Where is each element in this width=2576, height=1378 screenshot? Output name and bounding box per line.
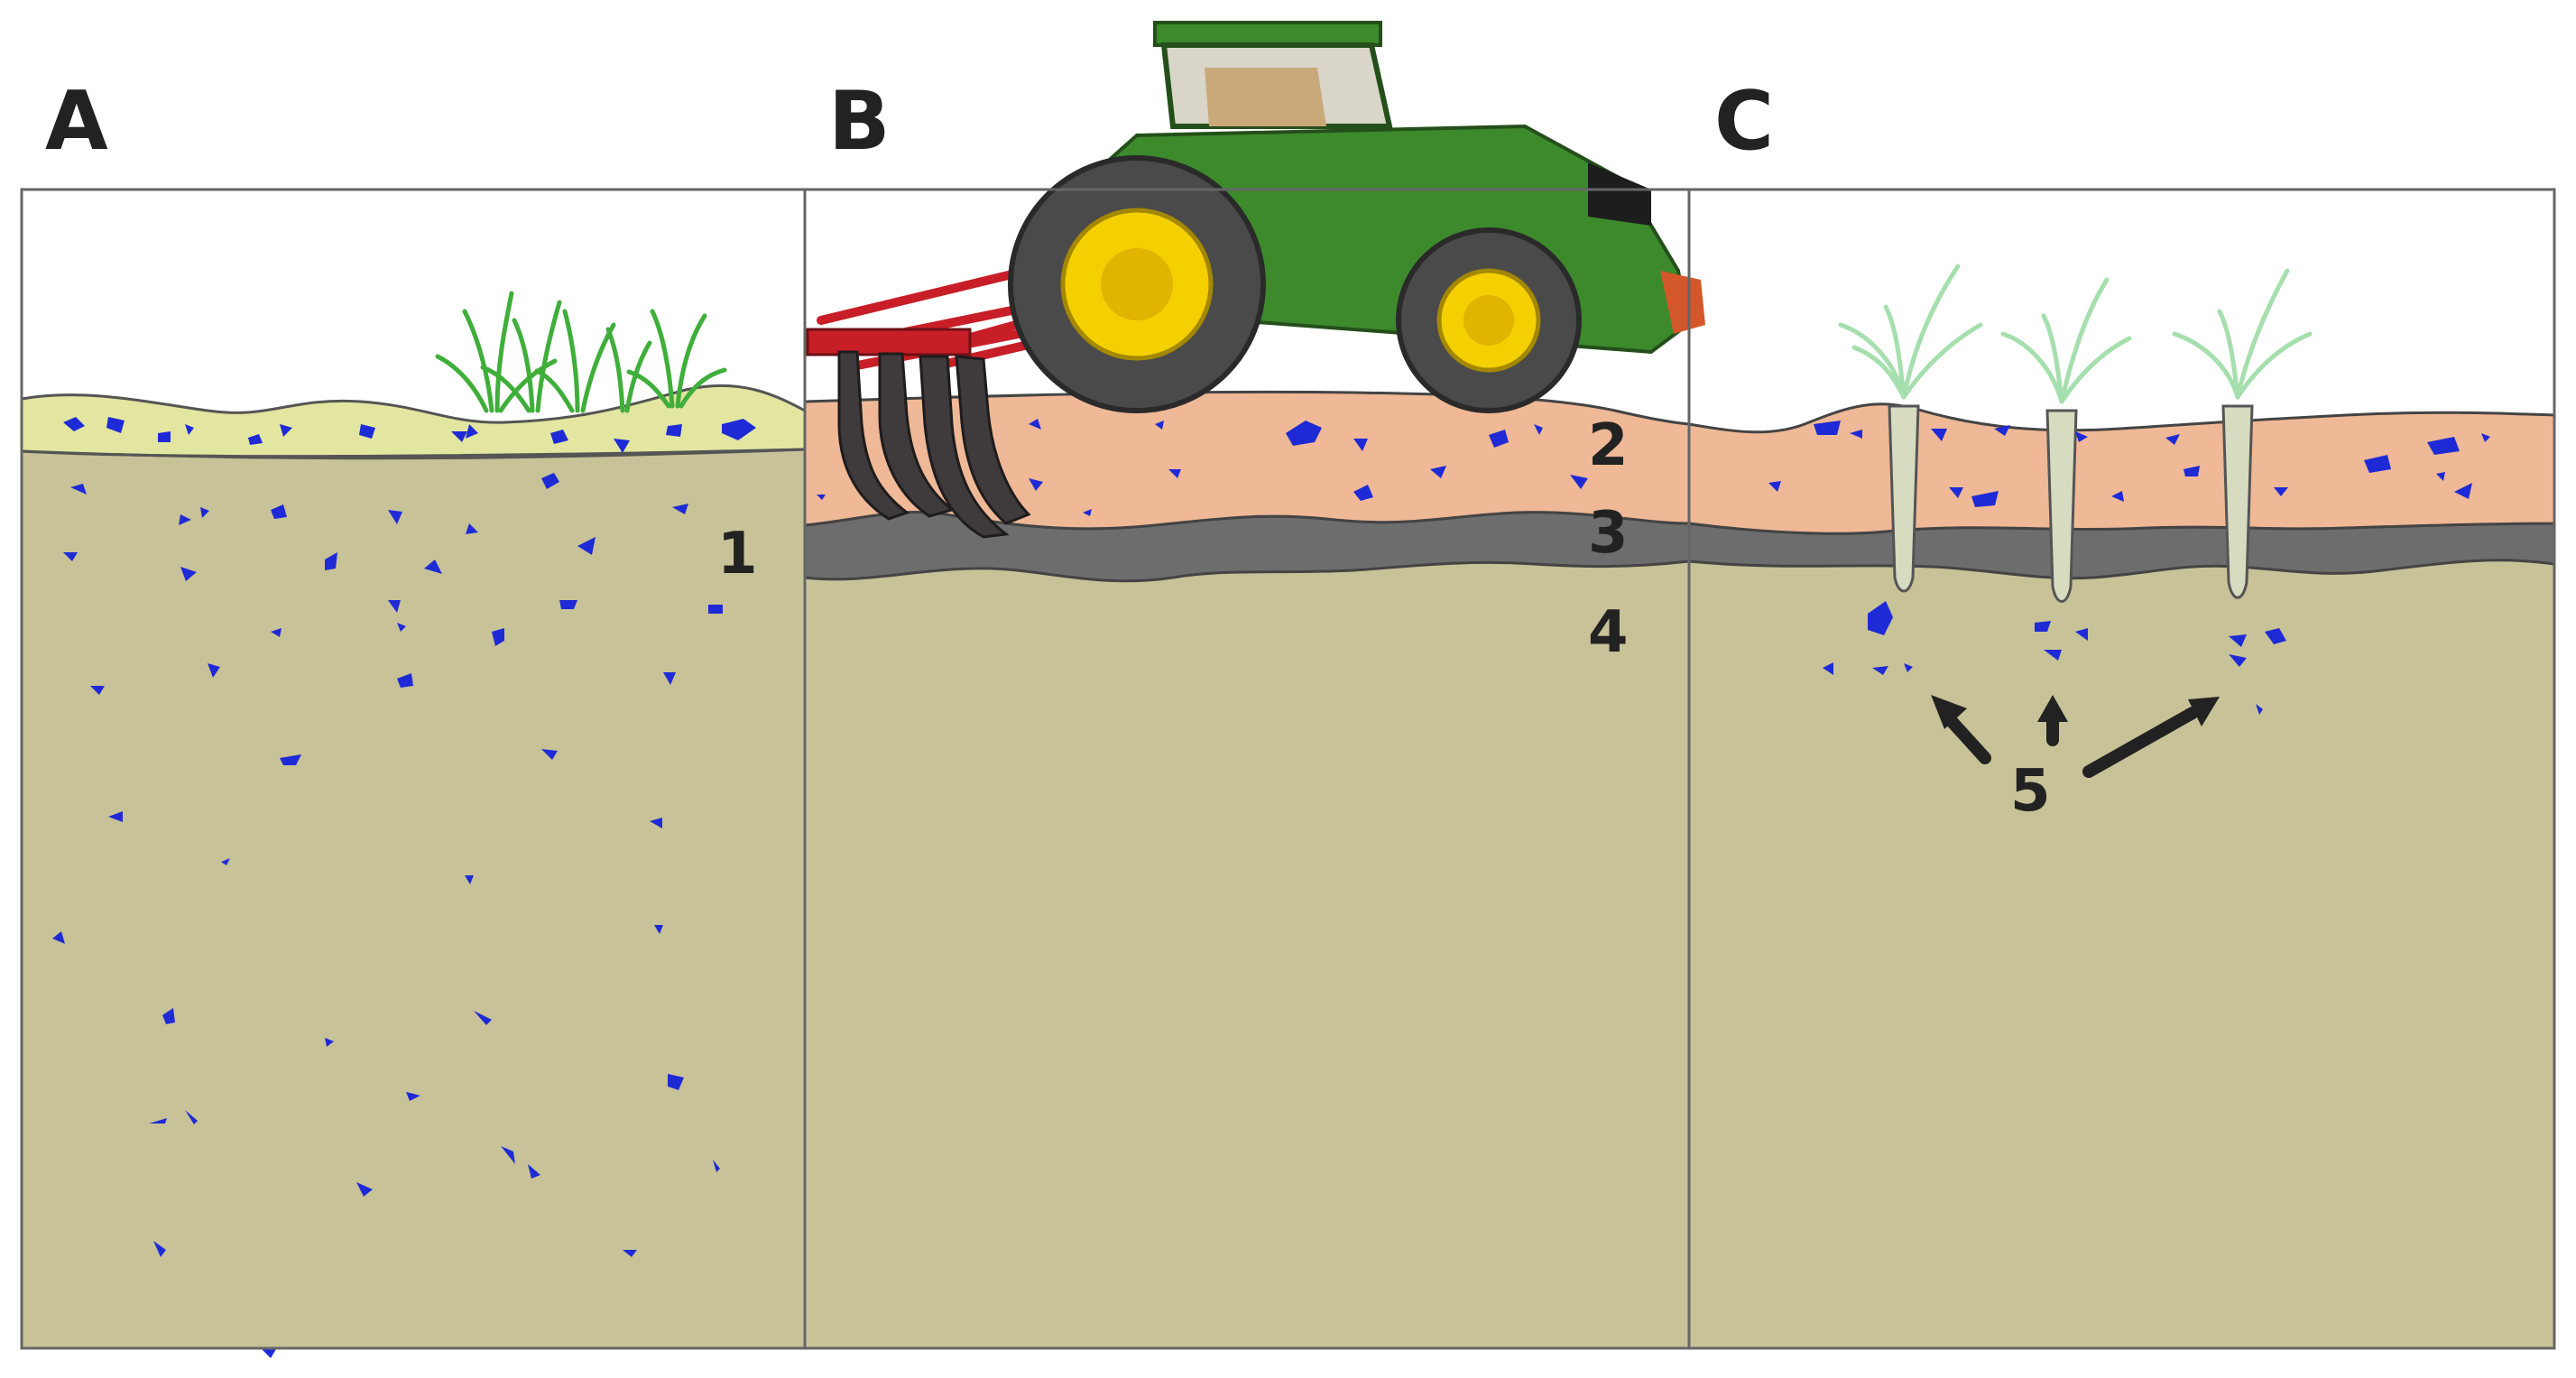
panel-a-topsoil-boundary bbox=[21, 448, 806, 458]
panel-c bbox=[1687, 264, 2556, 1348]
panel-c-particles bbox=[1768, 421, 2490, 715]
root-crop-icon bbox=[1838, 264, 2313, 603]
grass-seedlings-icon bbox=[435, 291, 727, 413]
panel-label-b: B bbox=[828, 74, 891, 169]
panel-a-topsoil-layer bbox=[20, 384, 807, 460]
layer-label-4: 4 bbox=[1588, 599, 1629, 666]
panel-a-particles bbox=[52, 417, 756, 1358]
panel-b-plough-layer bbox=[803, 390, 1691, 531]
panel-a bbox=[20, 291, 807, 1358]
panel-b-subsoil bbox=[805, 541, 1689, 1348]
layer-label-1: 1 bbox=[717, 521, 758, 587]
panel-c-subsoil bbox=[1689, 541, 2554, 1348]
panel-label-c: C bbox=[1714, 74, 1774, 169]
subsoiler-implement-icon bbox=[806, 257, 1078, 539]
layer-label-3: 3 bbox=[1588, 500, 1629, 567]
panel-frames bbox=[20, 188, 2556, 1350]
panel-label-a: A bbox=[45, 74, 108, 169]
tractor-icon bbox=[1008, 21, 1705, 413]
arrow-icon bbox=[1931, 695, 2220, 778]
layer-label-5: 5 bbox=[2010, 758, 2051, 825]
panel-b bbox=[803, 21, 1705, 1348]
layer-label-2: 2 bbox=[1588, 412, 1629, 479]
panel-a-subsoil bbox=[22, 449, 805, 1348]
